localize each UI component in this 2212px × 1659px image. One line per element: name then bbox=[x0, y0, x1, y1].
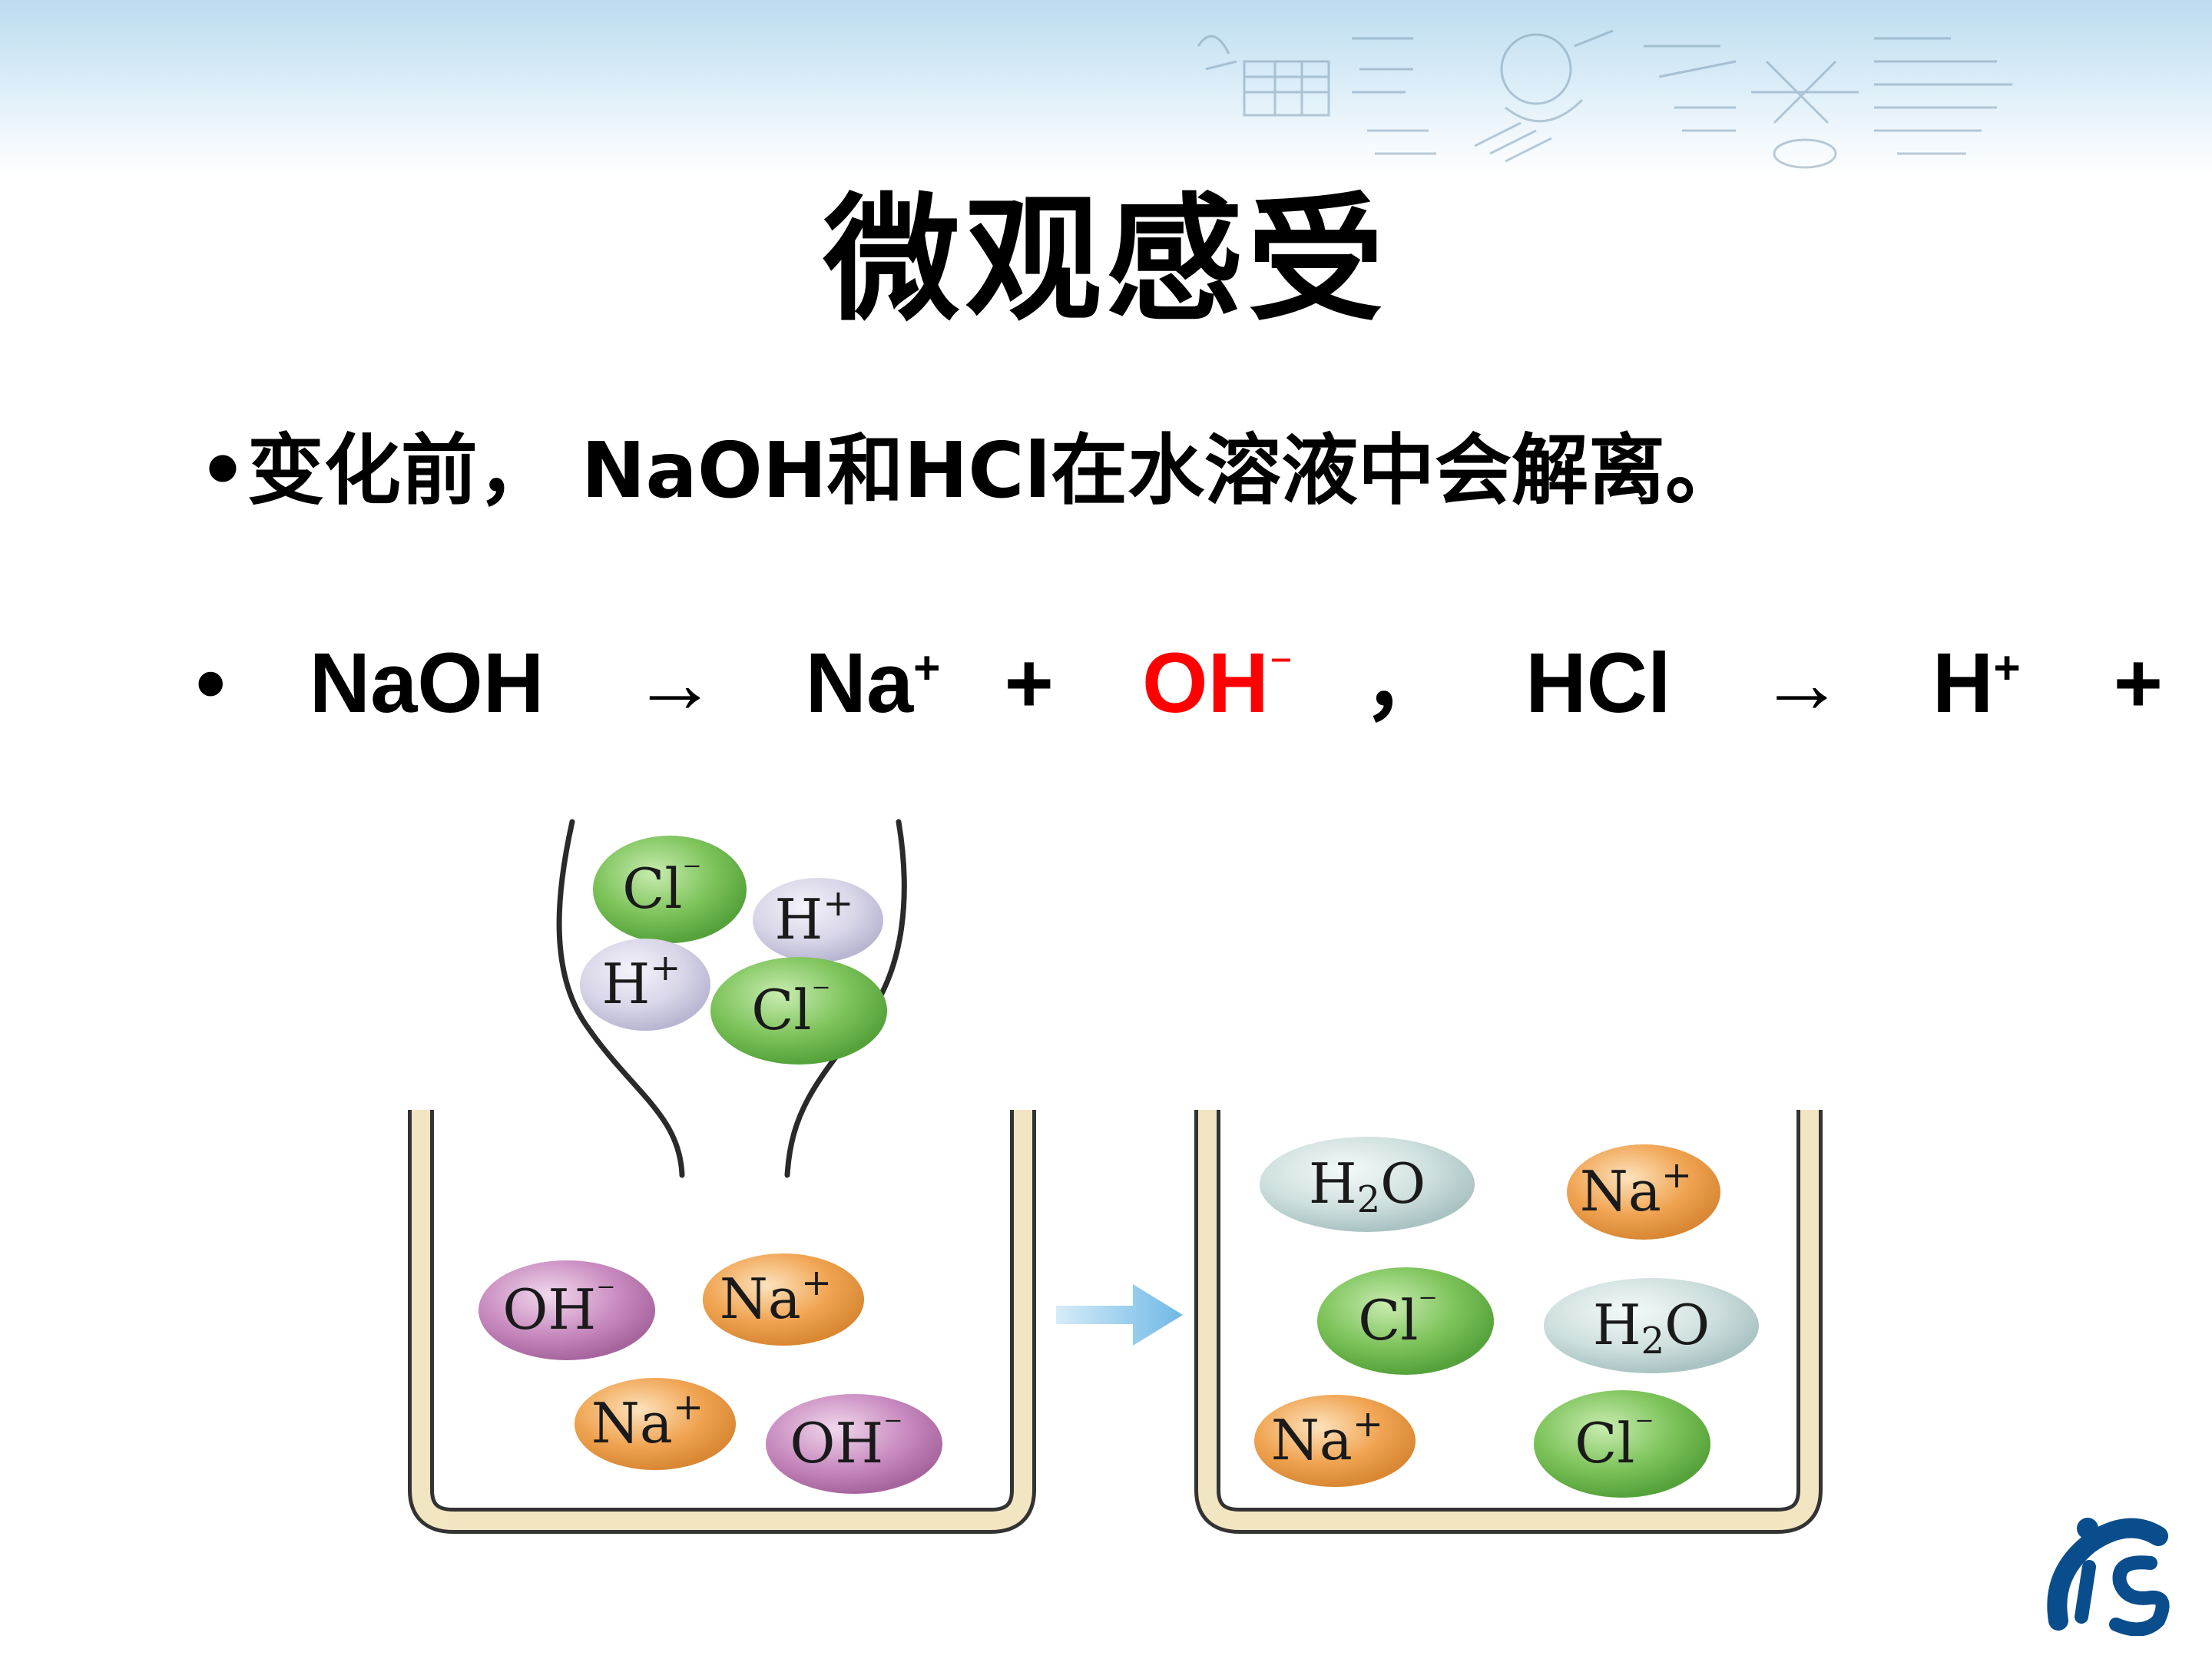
svg-text:Cl⁻: Cl⁻ bbox=[1575, 1406, 1654, 1475]
ion-ball: Cl⁻ bbox=[593, 836, 747, 943]
svg-text:OH⁻: OH⁻ bbox=[790, 1406, 902, 1475]
header-band bbox=[0, 0, 2212, 177]
naoh-formula: NaOH bbox=[309, 636, 545, 730]
slide-title: 微观感受 bbox=[823, 179, 1389, 339]
svg-text:H2O: H2O bbox=[1593, 1293, 1710, 1363]
ion-ball: OH⁻ bbox=[478, 1260, 655, 1360]
plus-2: + bbox=[2113, 636, 2164, 730]
ion-ball: Na+ bbox=[575, 1378, 736, 1470]
reaction-arrow bbox=[1056, 1284, 1183, 1346]
bullet-dissociation-text: •变化前， NaOH和HCl在水溶液中会解离。 bbox=[198, 421, 1742, 521]
h-ion: H+ bbox=[1932, 636, 2021, 730]
svg-text:Na+: Na+ bbox=[1580, 1154, 1692, 1224]
molecule-ball: H2O bbox=[1260, 1137, 1475, 1232]
math-doodles-decoration bbox=[1197, 29, 2012, 169]
ion-ball: Na+ bbox=[1254, 1395, 1416, 1487]
plus-1: + bbox=[1004, 636, 1054, 730]
is-logo-icon bbox=[2047, 1518, 2170, 1636]
arrow-1: → bbox=[632, 636, 717, 730]
arrow-2: → bbox=[1759, 636, 1844, 730]
comma: ， bbox=[1363, 636, 1449, 730]
ion-ball: Cl⁻ bbox=[1534, 1390, 1710, 1498]
ion-ball: H+ bbox=[580, 939, 710, 1031]
ionization-equation: • NaOH → Na+ + OH⁻ ， HCl → H+ + Cl⁻ 。 bbox=[196, 630, 2212, 750]
svg-text:H2O: H2O bbox=[1309, 1151, 1426, 1221]
oh-ion: OH⁻ bbox=[1141, 636, 1293, 730]
neutralization-diagram: Cl⁻ H+ H+ Cl⁻ OH⁻ Na+ bbox=[408, 819, 1823, 1534]
svg-text:Cl⁻: Cl⁻ bbox=[1358, 1283, 1437, 1353]
hcl-formula: HCl bbox=[1525, 636, 1671, 730]
svg-text:H+: H+ bbox=[774, 882, 853, 952]
ion-ball: H+ bbox=[753, 878, 883, 962]
bullet-dot: • bbox=[198, 426, 247, 515]
svg-text:Na+: Na+ bbox=[591, 1386, 704, 1455]
ion-ball: OH⁻ bbox=[766, 1394, 942, 1494]
ion-ball: Cl⁻ bbox=[710, 957, 887, 1065]
svg-text:H+: H+ bbox=[601, 946, 680, 1016]
ion-ball: Cl⁻ bbox=[1317, 1267, 1494, 1375]
bullet-dot: • bbox=[196, 636, 226, 730]
svg-text:Cl⁻: Cl⁻ bbox=[622, 851, 701, 921]
svg-text:Cl⁻: Cl⁻ bbox=[751, 972, 830, 1042]
svg-text:Na+: Na+ bbox=[720, 1261, 832, 1331]
svg-text:Na+: Na+ bbox=[1271, 1402, 1383, 1472]
dissociation-sentence: 变化前， NaOH和HCl在水溶液中会解离。 bbox=[247, 426, 1742, 515]
ion-ball: Na+ bbox=[703, 1253, 864, 1346]
molecule-ball: H2O bbox=[1544, 1278, 1759, 1373]
svg-text:OH⁻: OH⁻ bbox=[502, 1272, 615, 1342]
na-ion: Na+ bbox=[805, 636, 941, 730]
ion-ball: Na+ bbox=[1567, 1144, 1720, 1240]
beaker-left bbox=[408, 1110, 1036, 1534]
beaker-right bbox=[1194, 1110, 1823, 1534]
